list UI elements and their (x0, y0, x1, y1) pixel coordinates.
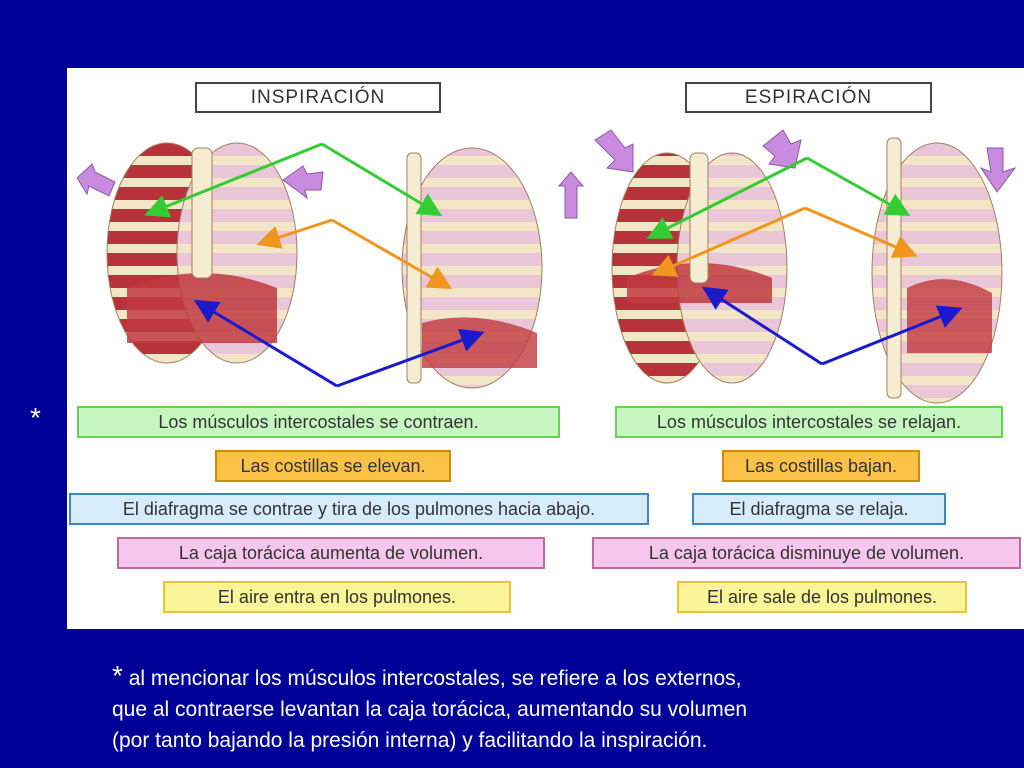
label-diaphragm-contracts: El diafragma se contrae y tira de los pu… (69, 493, 649, 525)
ribcage-side-inspiration (401, 147, 543, 389)
indicator-arrows-espiration (646, 156, 963, 366)
indicator-arrows-inspiration (144, 142, 485, 388)
footnote-asterisk: * (112, 660, 123, 691)
motion-arrows-inspiration (76, 163, 585, 219)
label-volume-decrease: La caja torácica disminuye de volumen. (592, 537, 1021, 569)
label-air-enters: El aire entra en los pulmones. (163, 581, 511, 613)
ribcage-front-inspiration (106, 142, 298, 364)
label-ribs-lower: Las costillas bajan. (722, 450, 920, 482)
title-espiracion: ESPIRACIÓN (685, 82, 932, 113)
label-muscles-relax: Los músculos intercostales se relajan. (615, 406, 1003, 438)
ribcage-side-espiration (871, 137, 1003, 404)
diagram-panel: INSPIRACIÓN ESPIRACIÓN Los músculos inte… (67, 68, 1024, 629)
label-air-exits: El aire sale de los pulmones. (677, 581, 967, 613)
asterisk-marker: * (30, 402, 41, 433)
motion-arrows-espiration (594, 129, 1017, 193)
footnote-line-1: * al mencionar los músculos intercostale… (112, 660, 992, 694)
illustration-layer (76, 129, 1017, 404)
footnote-line-1-text: al mencionar los músculos intercostales,… (122, 667, 742, 690)
label-volume-increase: La caja torácica aumenta de volumen. (117, 537, 545, 569)
footnote: * al mencionar los músculos intercostale… (112, 660, 992, 756)
title-inspiracion: INSPIRACIÓN (195, 82, 441, 113)
label-ribs-rise: Las costillas se elevan. (215, 450, 451, 482)
label-muscles-contract: Los músculos intercostales se contraen. (77, 406, 560, 438)
footnote-line-2: que al contraerse levantan la caja torác… (112, 698, 748, 721)
label-diaphragm-relaxes: El diafragma se relaja. (692, 493, 946, 525)
footnote-line-3: (por tanto bajando la presión interna) y… (112, 729, 708, 752)
ribcage-front-espiration (611, 152, 788, 384)
